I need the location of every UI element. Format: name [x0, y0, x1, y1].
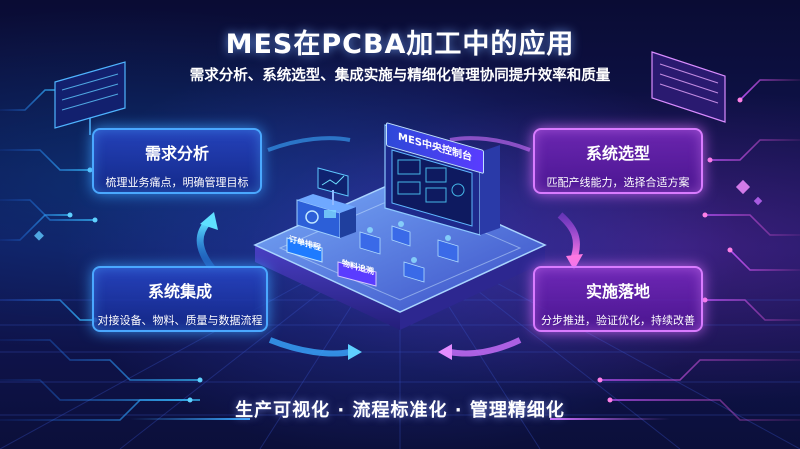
page-subtitle: 需求分析、系统选型、集成实施与精细化管理协同提升效率和质量 — [189, 68, 611, 84]
card-implementation-heading: 实施落地 — [585, 282, 650, 301]
footer-line-left — [130, 418, 250, 420]
arrow-up-left — [196, 219, 215, 271]
card-implementation: 实施落地 分步推进，验证优化，持续改善 — [533, 266, 703, 332]
card-system-selection-heading: 系统选型 — [585, 144, 650, 163]
arrow-bottom-right-head — [438, 344, 452, 360]
page-title: MES在PCBA加工中的应用 — [225, 29, 575, 60]
arrow-bottom-left-head — [348, 344, 362, 360]
factory-platform — [253, 124, 547, 330]
card-requirement-analysis: 需求分析 梳理业务痛点，明确管理目标 — [92, 128, 262, 194]
left-circuit-lines — [0, 89, 200, 421]
footer-slogan: 生产可视化 · 流程标准化 · 管理精细化 — [235, 400, 565, 421]
right-circuit-lines — [600, 79, 800, 421]
arrow-down-right-head — [566, 254, 583, 270]
card-requirement-analysis-heading: 需求分析 — [144, 144, 209, 163]
card-implementation-desc: 分步推进，验证优化，持续改善 — [541, 314, 695, 327]
monitor-left — [54, 61, 126, 135]
arrow-down-right — [557, 212, 580, 260]
card-system-selection-desc: 匹配产线能力，选择合适方案 — [546, 176, 690, 189]
right-circuit-nodes — [597, 97, 743, 403]
monitor-right — [651, 51, 726, 123]
card-system-integration: 系统集成 对接设备、物料、质量与数据流程 — [92, 266, 268, 332]
card-requirement-analysis-desc: 梳理业务痛点，明确管理目标 — [105, 176, 249, 189]
card-system-integration-desc: 对接设备、物料、质量与数据流程 — [97, 314, 263, 327]
card-system-integration-heading: 系统集成 — [147, 282, 212, 301]
arrow-bottom-right — [449, 337, 522, 357]
arrow-top-right — [449, 136, 531, 152]
arrow-top-left — [267, 136, 351, 152]
arrow-up-left-head — [200, 212, 218, 230]
floating-cubes — [34, 179, 763, 241]
footer-line-right — [550, 418, 670, 420]
arrow-bottom-left — [268, 337, 351, 357]
card-system-selection: 系统选型 匹配产线能力，选择合适方案 — [533, 128, 703, 194]
